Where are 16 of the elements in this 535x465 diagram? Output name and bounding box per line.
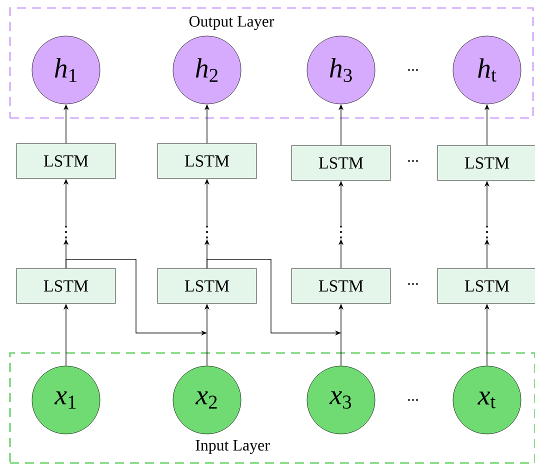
lstm-box: LSTM [291,268,391,304]
vertical-dots: ⋮ [206,226,208,238]
vertical-dots: ⋮ [65,226,67,238]
lstm-box: LSTM [16,268,116,304]
ellipsis: ... [408,160,418,162]
lstm-box: LSTM [157,143,257,179]
lstm-box: LSTM [437,145,535,181]
ellipsis: ... [408,283,418,285]
ellipsis: ... [408,69,418,71]
lstm-box: LSTM [16,143,116,179]
lstm-box: LSTM [291,145,391,181]
vertical-dots: ⋮ [486,226,488,238]
lstm-box: LSTM [157,268,257,304]
lstm-box: LSTM [437,268,535,304]
vertical-dots: ⋮ [340,226,342,238]
ellipsis: ... [408,399,418,401]
